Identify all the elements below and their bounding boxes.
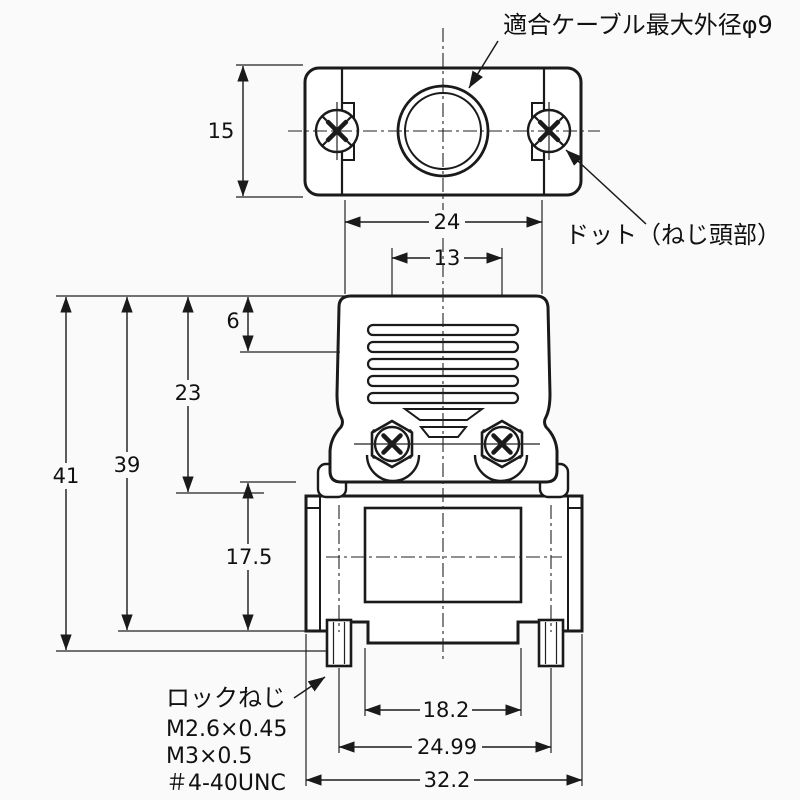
- lock-note-leader: [293, 676, 326, 699]
- dimension-23: 23: [171, 296, 204, 493]
- dim-18-2-label: 18.2: [423, 698, 470, 722]
- dim-13-label: 13: [434, 246, 461, 270]
- dim-24-label: 24: [434, 210, 461, 234]
- cable-note: 適合ケーブル最大外径φ9: [503, 11, 773, 39]
- dim-23-label: 23: [175, 381, 202, 405]
- lock-thread-unc: ＃4-40UNC: [166, 771, 286, 796]
- lock-note-title: ロックねじ: [166, 684, 286, 712]
- dimension-39: 39: [110, 296, 143, 631]
- cable-note-leader: [468, 40, 499, 89]
- jack-screw-top-left: [314, 102, 360, 160]
- left-dimensions: 41 39 23 6 17.5: [50, 295, 348, 652]
- lock-thread-m26: M2.6×0.45: [166, 717, 287, 742]
- top-view: [288, 28, 600, 222]
- dimension-6: 6: [226, 296, 254, 352]
- dim-39-label: 39: [114, 453, 141, 477]
- lock-screw-stud-right: [537, 618, 565, 668]
- dimension-15: 15: [208, 64, 303, 198]
- dimension-41: 41: [50, 296, 81, 651]
- dot-note-leader: [565, 149, 647, 225]
- front-view: [304, 238, 584, 668]
- dot-note: ドット（ねじ頭部）: [565, 221, 781, 249]
- lock-screw-stud-left: [325, 618, 353, 668]
- lock-thread-m3: M3×0.5: [166, 744, 252, 769]
- dim-15-label: 15: [208, 119, 235, 143]
- dim-41-label: 41: [53, 464, 80, 488]
- dim-17-5-label: 17.5: [226, 545, 273, 569]
- dimension-24: 24: [344, 200, 543, 294]
- dimension-24-99: 24.99: [338, 735, 552, 759]
- dim-32-2-label: 32.2: [424, 768, 471, 792]
- funnel-mark-inner: [418, 426, 469, 438]
- dimension-17-5: 17.5: [225, 482, 273, 631]
- funnel-mark-outer: [401, 408, 486, 421]
- bottom-dimensions: 18.2 24.99 32.2: [305, 634, 583, 792]
- dim-6-label: 6: [226, 309, 239, 333]
- dimension-18-2: 18.2: [364, 698, 522, 722]
- annotations: 適合ケーブル最大外径φ9 ドット（ねじ頭部） ロックねじ M2.6×0.45 M…: [166, 11, 781, 796]
- dimension-32-2: 32.2: [305, 768, 583, 792]
- dim-24-99-label: 24.99: [417, 735, 477, 759]
